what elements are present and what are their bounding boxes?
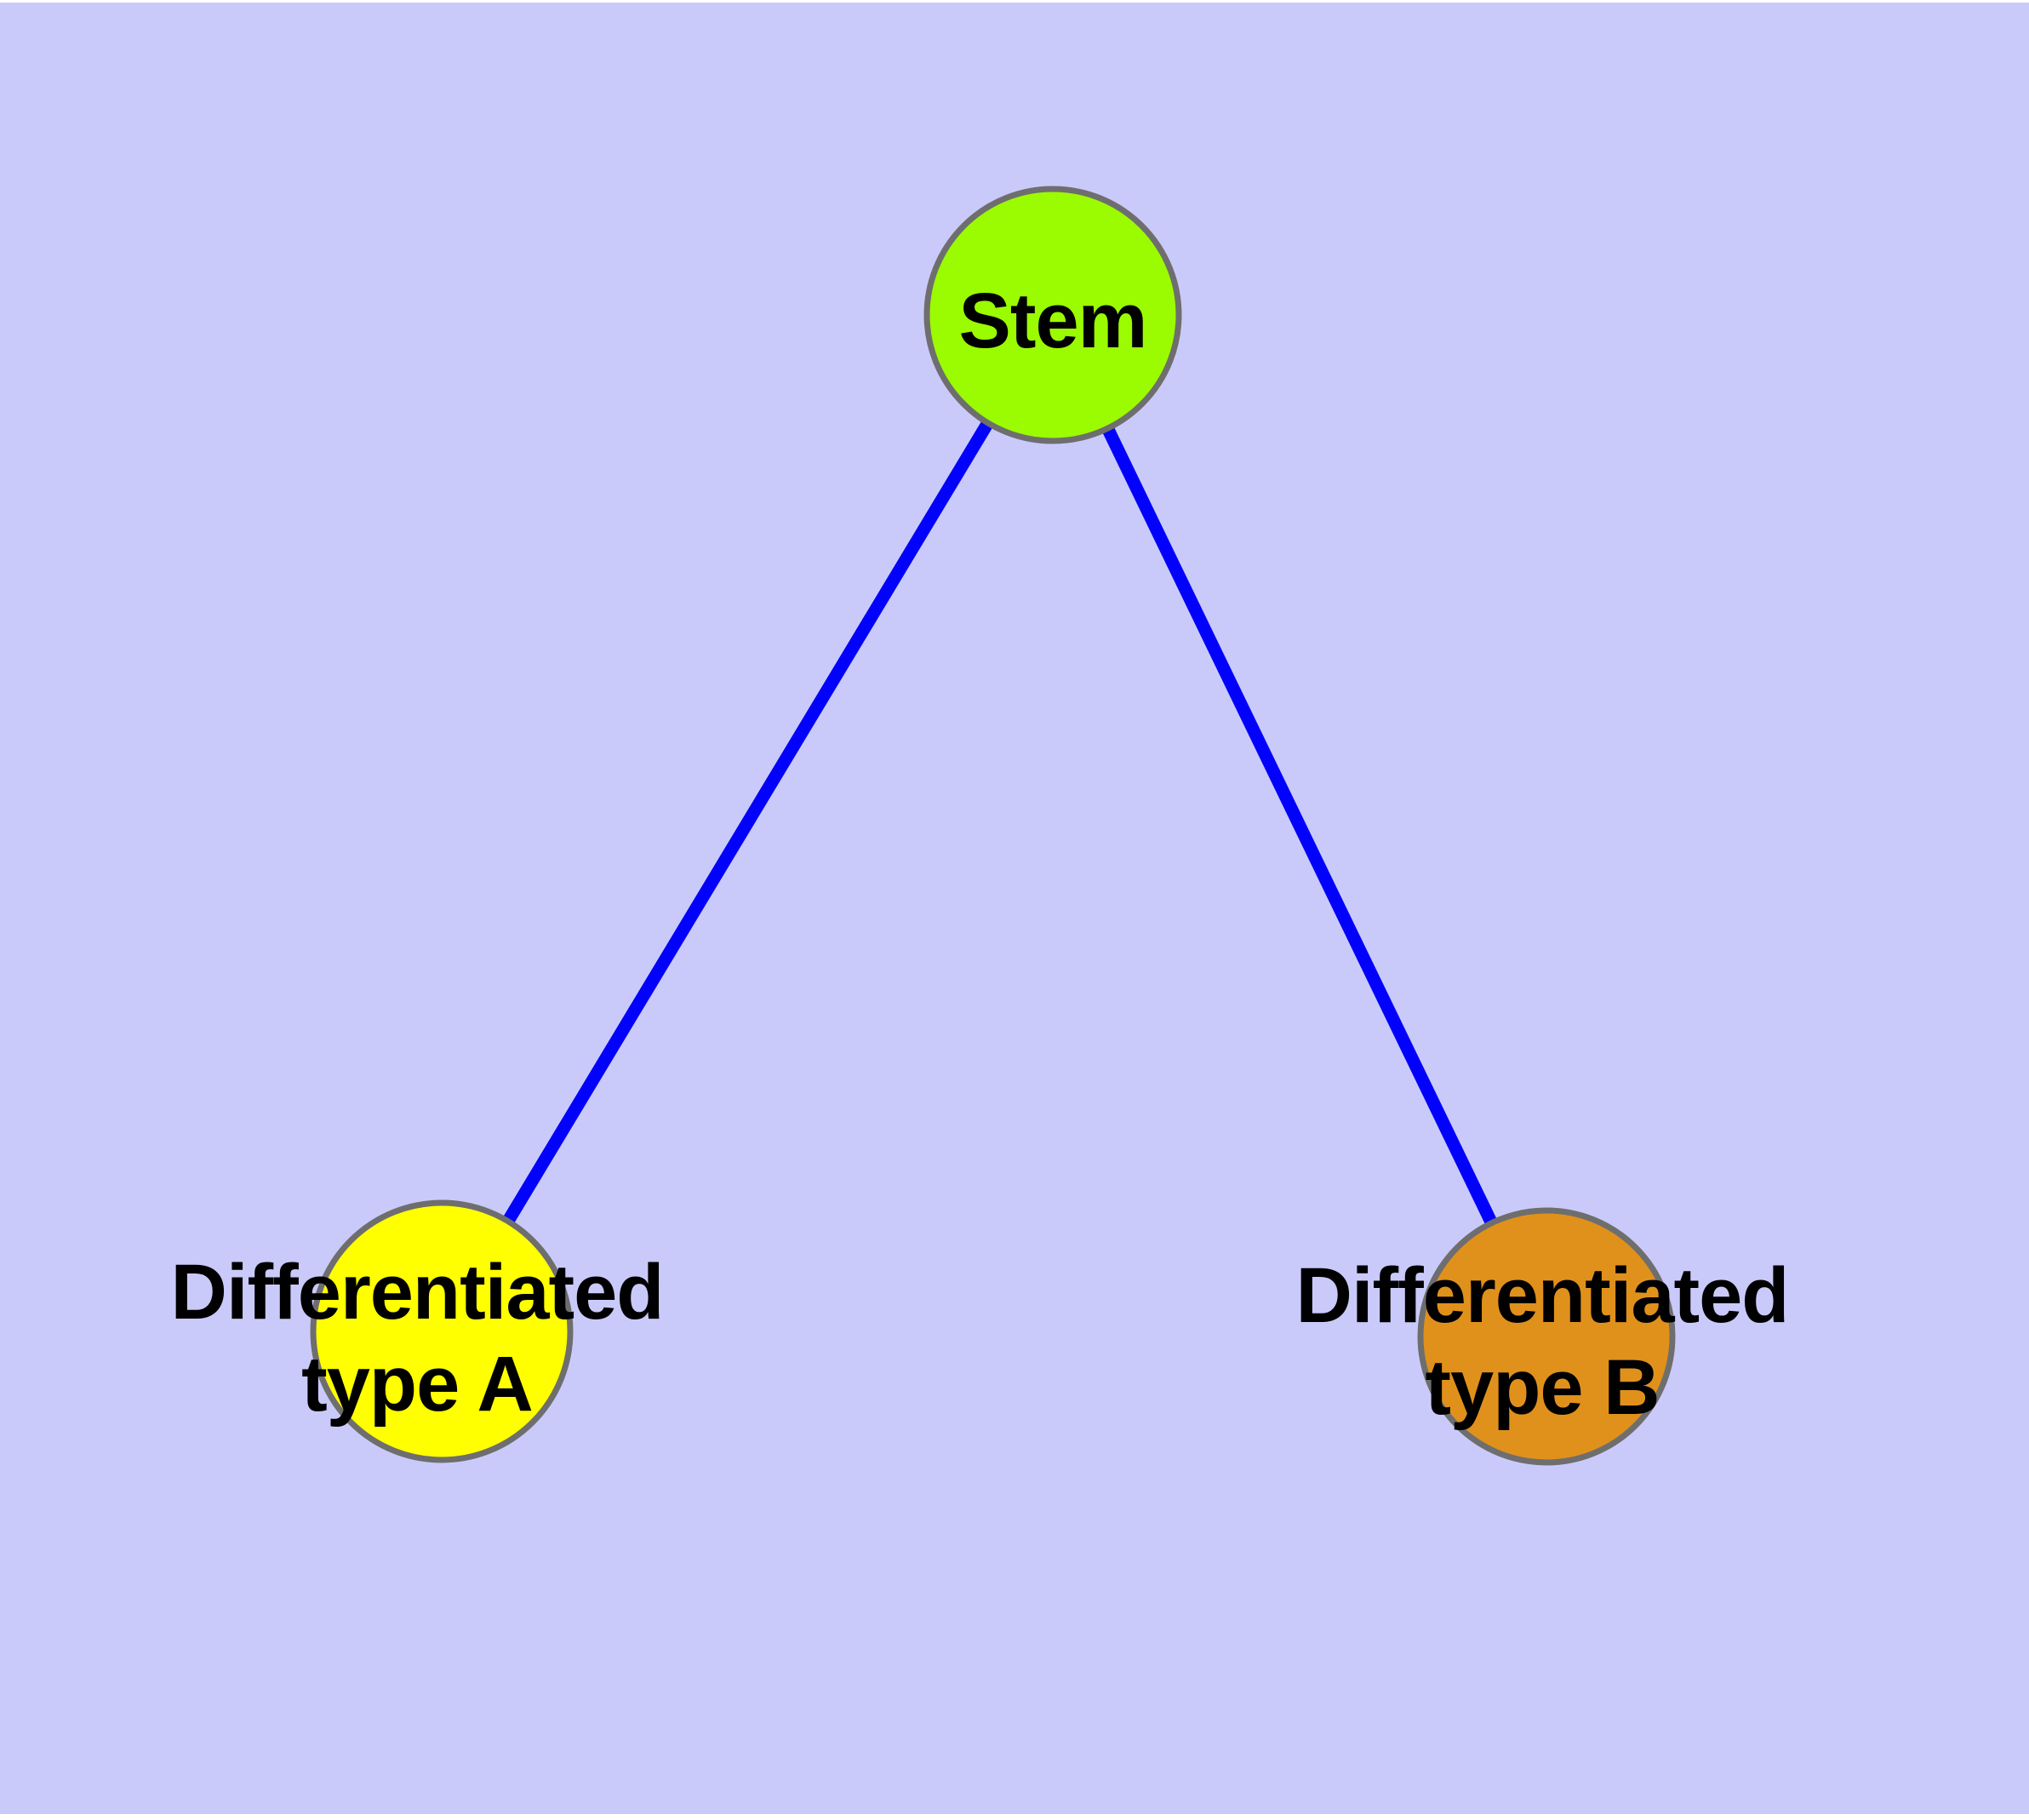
type-a-label-line1: Differentiated (170, 1249, 665, 1336)
edge-stem-to-type-a (436, 312, 1059, 1335)
edge-stem-to-type-b (1047, 312, 1552, 1340)
type-a-label-line2: type A (301, 1341, 534, 1428)
type-b-label-line2: type B (1425, 1344, 1660, 1431)
type-a-node (310, 1199, 574, 1463)
stem-node-label: Stem (958, 275, 1148, 367)
stem-label-text: Stem (958, 278, 1148, 364)
type-b-label-line1: Differentiated (1295, 1252, 1790, 1339)
type-b-node (1417, 1207, 1676, 1466)
type-a-node-label: Differentiated type A (170, 1246, 665, 1430)
stem-node (923, 186, 1182, 444)
type-b-node-label: Differentiated type B (1295, 1250, 1790, 1434)
